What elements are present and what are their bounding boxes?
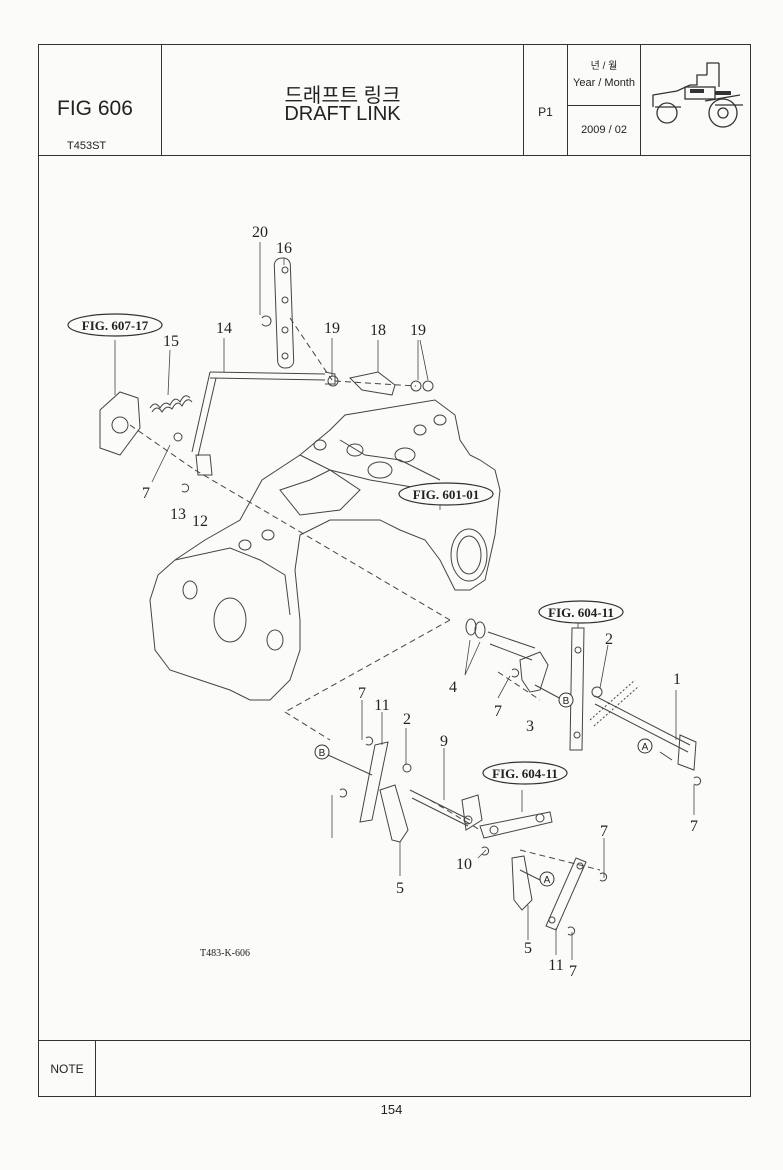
drawing-code: T483-K-606: [200, 948, 250, 959]
callout-10: 10: [456, 856, 472, 873]
callout-14: 14: [216, 320, 232, 337]
tractor-cell: [641, 45, 750, 155]
page-frame: FIG 606 T453ST 드래프트 링크 DRAFT LINK P1 년 /…: [38, 44, 751, 1097]
ref-oval-604-11-upper: [538, 600, 624, 624]
callout-7-b: 7: [494, 703, 502, 720]
callout-7-f: 7: [569, 963, 577, 980]
tractor-icon: [652, 62, 743, 128]
year-month-korean: 년 / 월: [590, 61, 618, 72]
callout-7-c: 7: [690, 818, 698, 835]
callout-19-left: 19: [324, 320, 340, 337]
ref-oval-601-01: [398, 482, 494, 506]
page-ref: P1: [538, 105, 553, 119]
ref-label-604-11-upper: FIG. 604-11: [548, 605, 614, 620]
callout-2-right: 2: [605, 631, 613, 648]
page-ref-cell: P1: [524, 45, 568, 155]
ref-label-601-01: FIG. 601-01: [413, 487, 479, 502]
callout-7-d: 7: [358, 685, 366, 702]
date-cell: 년 / 월 Year / Month 2009 / 02: [568, 45, 641, 155]
marker-b-left: B: [319, 748, 326, 759]
ref-oval-607-17: [67, 313, 163, 337]
title-cell: 드래프트 링크 DRAFT LINK: [162, 45, 524, 155]
callout-13: 13: [170, 506, 186, 523]
note-label: NOTE: [39, 1041, 96, 1096]
figure-cell: FIG 606 T453ST: [39, 45, 162, 155]
callout-11-left: 11: [374, 697, 389, 714]
callout-19-right: 19: [410, 322, 426, 339]
title-block: FIG 606 T453ST 드래프트 링크 DRAFT LINK P1 년 /…: [39, 45, 750, 156]
callout-18: 18: [370, 322, 386, 339]
callout-5-left: 5: [396, 880, 404, 897]
ref-oval-604-11-lower: [482, 761, 568, 785]
callout-20: 20: [252, 224, 268, 241]
callout-15: 15: [163, 333, 179, 350]
title-korean: 드래프트 링크: [284, 85, 401, 107]
callout-9: 9: [440, 733, 448, 750]
callout-3: 3: [526, 718, 534, 735]
figure-number: FIG 606: [57, 97, 133, 120]
callout-2-left: 2: [403, 711, 411, 728]
callout-4: 4: [449, 679, 457, 696]
callout-5-lower: 5: [524, 940, 532, 957]
callout-11-lower: 11: [548, 957, 563, 974]
model-code: T453ST: [67, 140, 107, 152]
ref-label-604-11-lower: FIG. 604-11: [492, 766, 558, 781]
callout-1: 1: [673, 671, 681, 688]
callout-7-e: 7: [600, 823, 608, 840]
callout-16: 16: [276, 240, 292, 257]
callout-7-a: 7: [142, 485, 150, 502]
marker-a-right: A: [642, 742, 649, 753]
year-month-label: Year / Month: [573, 77, 635, 89]
callout-12: 12: [192, 513, 208, 530]
marker-a-lower: A: [544, 875, 551, 886]
marker-b-right: B: [563, 696, 570, 707]
page-number: 154: [380, 1102, 403, 1117]
ref-label-607-17: FIG. 607-17: [82, 318, 149, 333]
date-divider: [568, 105, 640, 106]
note-row: NOTE: [39, 1040, 750, 1096]
title-english: DRAFT LINK: [284, 103, 401, 125]
date-value: 2009 / 02: [581, 124, 627, 136]
